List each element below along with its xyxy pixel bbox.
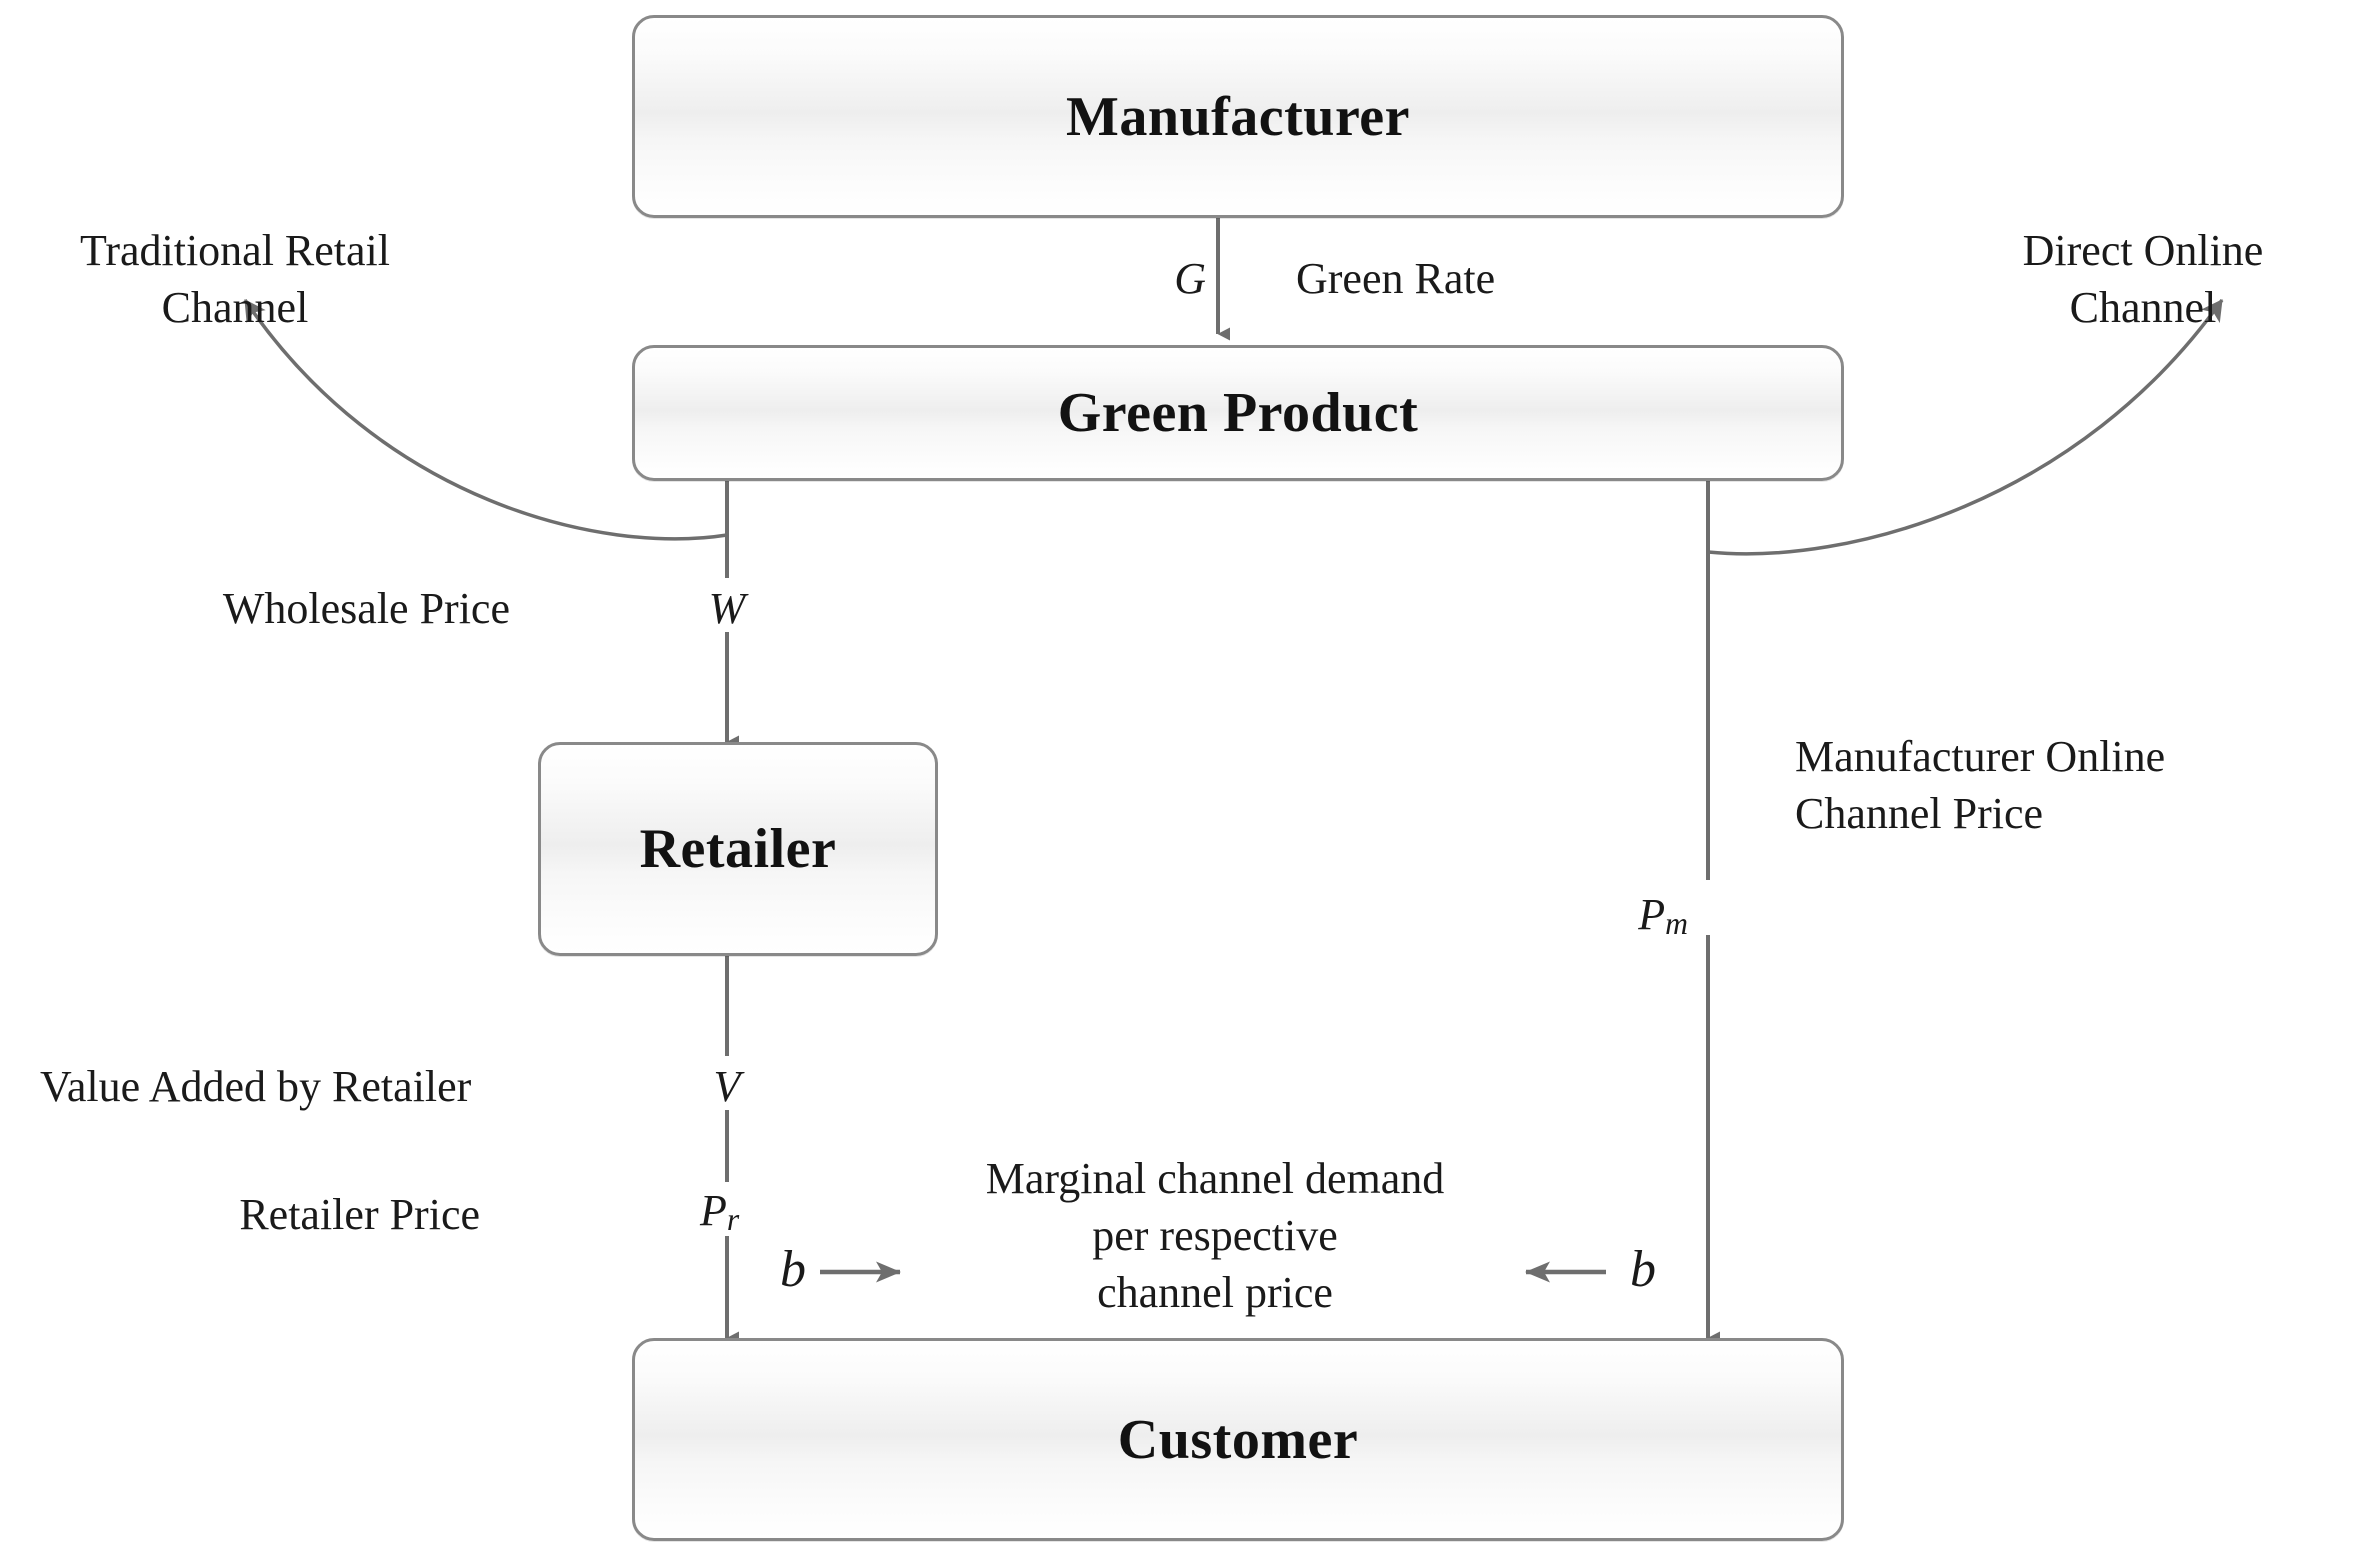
label-retailer-price-text: Retailer Price bbox=[239, 1190, 480, 1239]
label-sensitivity-left: b bbox=[780, 1241, 806, 1298]
label-pm-subscript: m bbox=[1665, 906, 1688, 942]
label-manufacturer-online-channel-price-line1: Manufacturer Online bbox=[1795, 732, 2166, 781]
label-marginal-channel-demand: Marginal channel demand per respective c… bbox=[895, 1150, 1535, 1322]
label-sensitivity-right: b bbox=[1630, 1241, 1656, 1298]
node-retailer[interactable]: Retailer bbox=[538, 742, 938, 956]
node-green-product-label: Green Product bbox=[1057, 382, 1419, 444]
label-manufacturer-online-channel-price: Manufacturer Online Channel Price bbox=[1795, 728, 2335, 842]
label-marginal-channel-demand-line1: Marginal channel demand bbox=[985, 1154, 1445, 1203]
label-pm-base: P bbox=[1638, 890, 1666, 939]
label-manufacturer-online-price-symbol: Pm bbox=[1540, 886, 1688, 944]
label-manufacturer-online-channel-price-line2: Channel Price bbox=[1795, 789, 2044, 839]
label-marginal-channel-demand-line2: per respective bbox=[1092, 1211, 1338, 1261]
label-green-rate-symbol: G bbox=[1174, 254, 1206, 303]
label-wholesale-price-text: Wholesale Price bbox=[222, 584, 510, 633]
label-green-rate-text: Green Rate bbox=[1296, 254, 1496, 303]
node-green-product[interactable]: Green Product bbox=[632, 345, 1844, 481]
label-marginal-channel-demand-line3: channel price bbox=[1097, 1268, 1333, 1318]
label-traditional-retail-channel-line1: Traditional Retail bbox=[79, 226, 391, 275]
node-retailer-label: Retailer bbox=[639, 818, 837, 880]
label-wholesale-price-symbol: W bbox=[708, 584, 746, 633]
label-pr-base: P bbox=[700, 1186, 727, 1235]
node-manufacturer-label: Manufacturer bbox=[1066, 85, 1410, 148]
label-pr-subscript: r bbox=[726, 1202, 740, 1238]
label-direct-online-channel: Direct Online Channel bbox=[1918, 222, 2368, 336]
label-direct-online-channel-line1: Direct Online bbox=[2022, 226, 2264, 275]
label-value-added-symbol: V bbox=[713, 1062, 741, 1111]
label-traditional-retail-channel: Traditional Retail Channel bbox=[10, 222, 460, 336]
node-manufacturer[interactable]: Manufacturer bbox=[632, 15, 1844, 218]
label-retailer-price-symbol: Pr bbox=[700, 1182, 739, 1240]
label-traditional-retail-channel-line2: Channel bbox=[161, 283, 309, 333]
node-customer-label: Customer bbox=[1117, 1408, 1359, 1471]
label-value-added-text: Value Added by Retailer bbox=[40, 1062, 472, 1111]
node-customer[interactable]: Customer bbox=[632, 1338, 1844, 1541]
label-direct-online-channel-line2: Channel bbox=[2069, 283, 2217, 333]
